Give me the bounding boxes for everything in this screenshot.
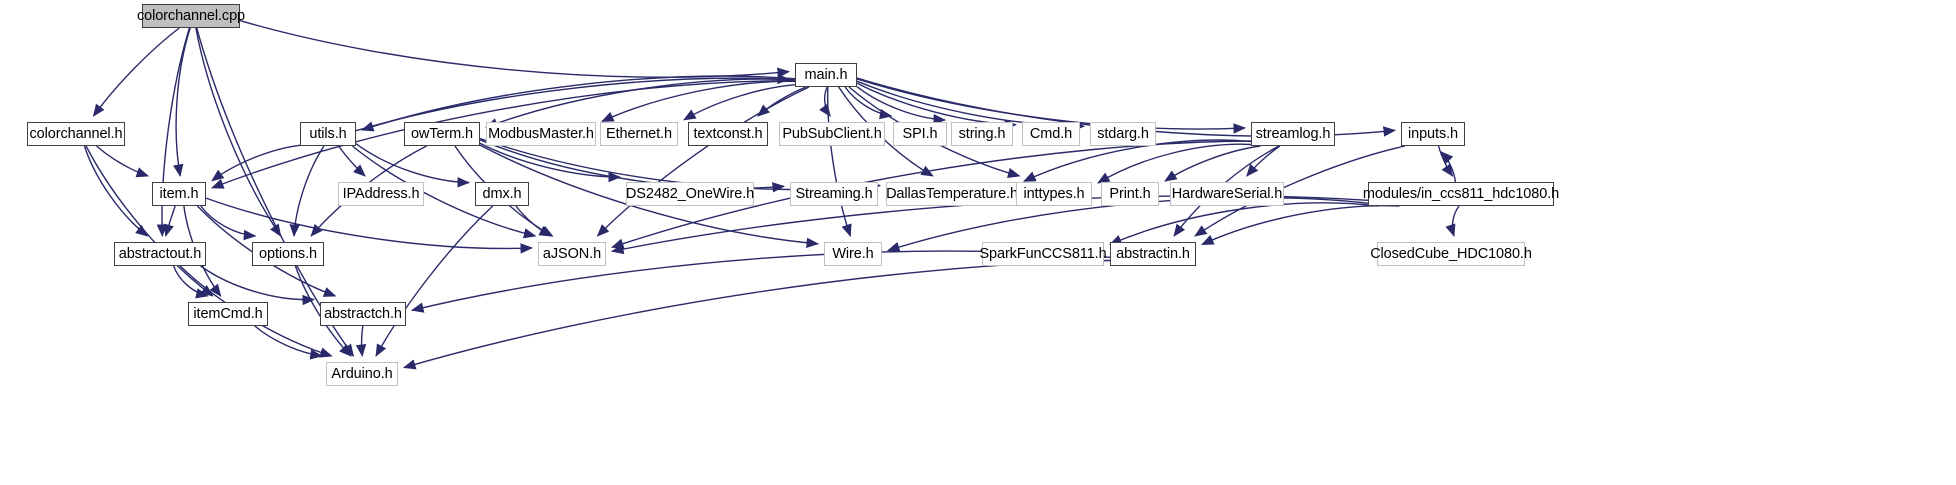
graph-edge-streamlog-h-to-ajson-h	[611, 140, 1252, 249]
graph-edge-dmx-h-to-ajson-h	[515, 205, 552, 237]
graph-edge-abstractout-h-to-abstractch-h	[200, 265, 316, 306]
graph-node-textconst-h[interactable]: textconst.h	[688, 122, 768, 146]
graph-edge-colorchannel-cpp-to-colorchannel-h	[92, 27, 180, 117]
graph-node-dmx-h[interactable]: dmx.h	[475, 182, 529, 206]
graph-edge-colorchannel-cpp-to-abstractout-h	[156, 27, 191, 238]
graph-edge-utils-h-to-options-h	[289, 145, 325, 238]
graph-edge-streamlog-h-to-dallastemperature-h	[1023, 139, 1252, 182]
graph-edge-colorchannel-h-to-itemcmd-h	[85, 145, 214, 297]
graph-node-owterm-h[interactable]: owTerm.h	[404, 122, 480, 146]
graph-edge-inputs-h-to-abstractin-h	[1194, 145, 1406, 237]
graph-node-hardwareserial-h[interactable]: HardwareSerial.h	[1170, 182, 1284, 206]
graph-node-wire-h[interactable]: Wire.h	[824, 242, 882, 266]
graph-edge-main-h-to-wire-h	[827, 86, 852, 237]
graph-edge-streamlog-h-to-print-h	[1164, 145, 1261, 182]
graph-edge-colorchannel-h-to-abstractout-h	[83, 145, 149, 237]
graph-node-pubsubclient-h[interactable]: PubSubClient.h	[779, 122, 885, 146]
graph-node-sparkfunccs811-h[interactable]: SparkFunCCS811.h	[979, 242, 1107, 266]
graph-node-colorchannel-h[interactable]: colorchannel.h	[27, 122, 125, 146]
graph-node-streamlog-h[interactable]: streamlog.h	[1251, 122, 1335, 146]
graph-edge-main-h-to-item-h	[211, 79, 796, 189]
graph-node-stdarg-h[interactable]: stdarg.h	[1090, 122, 1156, 146]
graph-node-main-h[interactable]: main.h	[795, 63, 857, 87]
graph-node-inttypes-h[interactable]: inttypes.h	[1016, 182, 1092, 206]
graph-edge-options-h-to-arduino-h	[294, 265, 352, 357]
graph-edge-item-h-to-abstractout-h	[163, 205, 176, 238]
graph-node-ipaddress-h[interactable]: IPAddress.h	[338, 182, 424, 206]
graph-edge-inputs-h-to-modules-in-ccs811-hdc1080-h	[1437, 145, 1454, 177]
graph-edge-streamlog-h-to-hardwareserial-h	[1246, 145, 1281, 177]
graph-node-print-h[interactable]: Print.h	[1101, 182, 1159, 206]
graph-node-ds2482-onewire-h[interactable]: DS2482_OneWire.h	[626, 182, 754, 206]
graph-node-arduino-h[interactable]: Arduino.h	[326, 362, 398, 386]
graph-edge-item-h-to-options-h	[200, 205, 257, 241]
graph-node-inputs-h[interactable]: inputs.h	[1401, 122, 1465, 146]
graph-node-ethernet-h[interactable]: Ethernet.h	[600, 122, 678, 146]
graph-edge-abstractout-h-to-itemcmd-h	[172, 265, 209, 299]
graph-edge-modules-in-ccs811-hdc1080-h-to-closedcube-hdc1080-h	[1445, 205, 1460, 237]
graph-edge-utils-h-to-main-h	[355, 73, 791, 132]
graph-edge-main-h-to-textconst-h	[757, 86, 807, 117]
graph-edge-modules-in-ccs811-hdc1080-h-to-sparkfunccs811-h	[1109, 202, 1378, 246]
graph-edge-streamlog-h-to-inttypes-h	[1097, 143, 1252, 184]
graph-edge-itemcmd-h-to-arduino-h	[254, 325, 323, 360]
graph-edge-owterm-h-to-streaming-h	[479, 139, 786, 193]
graph-node-ajson-h[interactable]: aJSON.h	[538, 242, 606, 266]
graph-edge-main-h-to-ethernet-h	[683, 84, 796, 121]
graph-node-modules-in-ccs811-hdc1080-h[interactable]: modules/in_ccs811_hdc1080.h	[1363, 182, 1559, 206]
graph-edge-main-h-to-string-h	[856, 86, 947, 125]
graph-node-options-h[interactable]: options.h	[252, 242, 324, 266]
graph-node-abstractout-h[interactable]: abstractout.h	[114, 242, 206, 266]
graph-node-cmd-h[interactable]: Cmd.h	[1022, 122, 1080, 146]
graph-edge-colorchannel-cpp-to-options-h	[195, 27, 282, 237]
graph-edge-owterm-h-to-ds2482-onewire-h	[479, 142, 622, 183]
graph-node-dallastemperature-h[interactable]: DallasTemperature.h	[886, 182, 1018, 206]
graph-node-spi-h[interactable]: SPI.h	[893, 122, 947, 146]
graph-edge-abstractin-h-to-arduino-h	[402, 259, 1111, 370]
graph-edge-item-h-to-ajson-h	[205, 197, 534, 254]
graph-edge-modules-in-ccs811-hdc1080-h-to-abstractin-h	[1201, 204, 1400, 246]
graph-node-string-h[interactable]: string.h	[951, 122, 1013, 146]
graph-edge-utils-h-to-item-h	[211, 144, 301, 182]
graph-edge-main-h-to-modbusmaster-h	[601, 80, 796, 123]
graph-edge-utils-h-to-ajson-h	[351, 145, 537, 239]
graph-edge-abstractch-h-to-arduino-h	[355, 325, 367, 358]
graph-edge-utils-h-to-dmx-h	[355, 143, 471, 188]
graph-node-utils-h[interactable]: utils.h	[300, 122, 356, 146]
graph-edge-dmx-h-to-arduino-h	[375, 205, 494, 357]
graph-edge-owterm-h-to-wire-h	[479, 144, 820, 249]
graph-node-modbusmaster-h[interactable]: ModbusMaster.h	[486, 122, 596, 146]
graph-edge-colorchannel-cpp-to-main-h	[239, 19, 791, 78]
graph-edge-colorchannel-h-to-item-h	[96, 145, 150, 178]
graph-node-abstractin-h[interactable]: abstractin.h	[1110, 242, 1196, 266]
graph-edge-modules-in-ccs811-hdc1080-h-to-inputs-h	[1440, 151, 1457, 183]
graph-node-closedcube-hdc1080-h[interactable]: ClosedCube_HDC1080.h	[1370, 242, 1532, 266]
graph-node-item-h[interactable]: item.h	[152, 182, 206, 206]
graph-node-colorchannel-cpp[interactable]: colorchannel.cpp	[137, 4, 245, 28]
graph-edge-main-h-to-ajson-h	[596, 86, 810, 237]
graph-node-abstractch-h[interactable]: abstractch.h	[320, 302, 406, 326]
graph-node-itemcmd-h[interactable]: itemCmd.h	[188, 302, 268, 326]
graph-edge-main-h-to-streamlog-h	[856, 78, 1247, 134]
graph-edge-colorchannel-cpp-to-item-h	[173, 27, 191, 178]
graph-node-streaming-h[interactable]: Streaming.h	[790, 182, 878, 206]
graph-edge-utils-h-to-ipaddress-h	[338, 145, 366, 177]
